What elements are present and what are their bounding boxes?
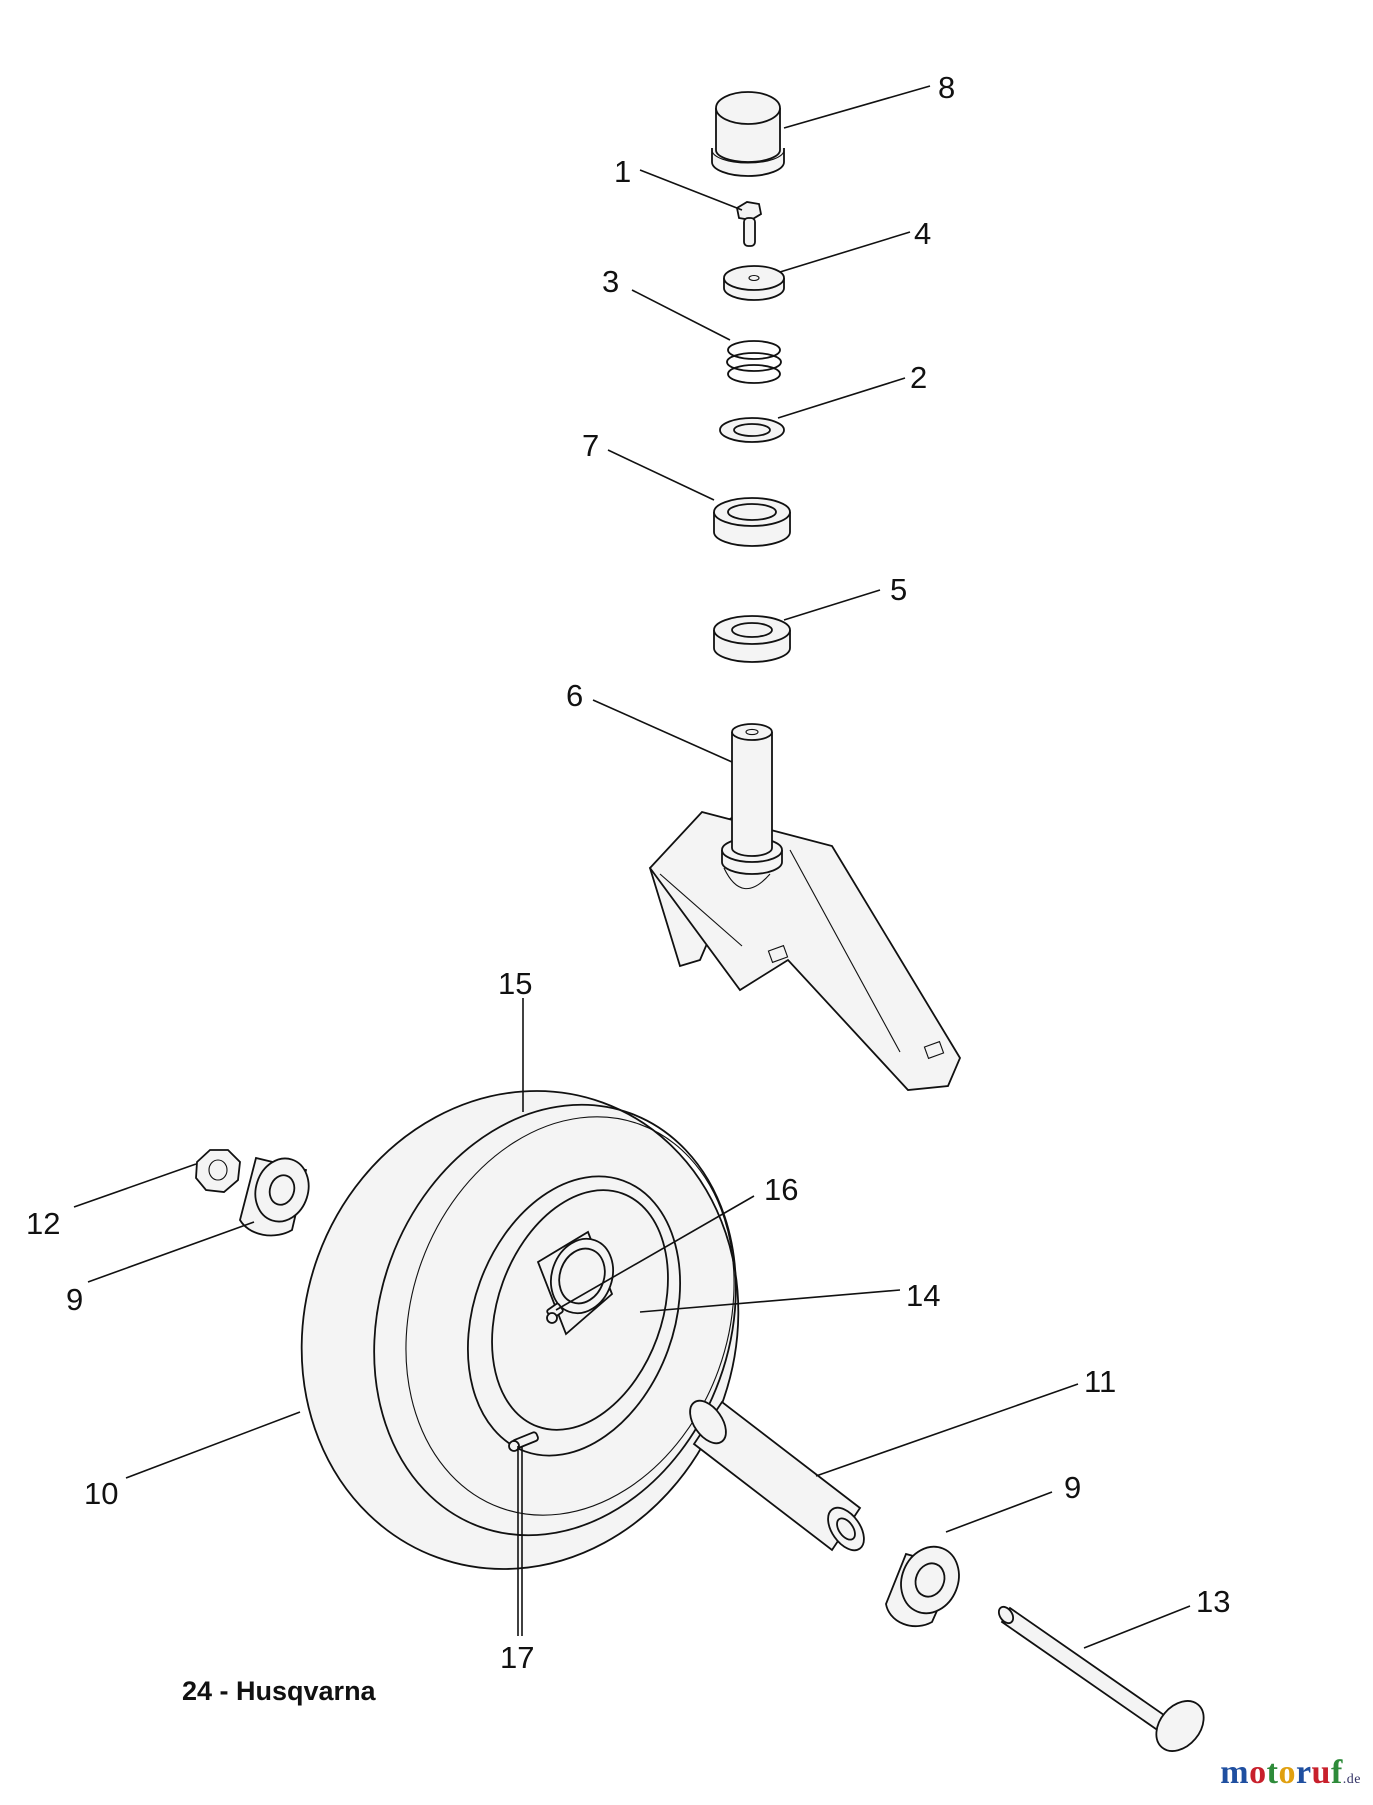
- callout-14: 14: [906, 1278, 940, 1313]
- part-13-axle-bolt: [997, 1605, 1205, 1752]
- leader-8: [783, 85, 931, 129]
- leader-16: [555, 1195, 755, 1311]
- leader-9-left: [87, 1221, 255, 1283]
- part-10-wheel-tire: [300, 1090, 740, 1570]
- watermark-letter: o: [1278, 1754, 1296, 1791]
- leader-1: [639, 169, 743, 211]
- callout-9-left: 9: [66, 1282, 83, 1317]
- part-17-valve-stem: [508, 1431, 539, 1452]
- leader-11: [815, 1383, 1079, 1477]
- leader-10: [125, 1411, 301, 1479]
- callout-15: 15: [498, 966, 532, 1001]
- part-5-bushing: [713, 615, 791, 663]
- leader-12: [73, 1163, 197, 1208]
- watermark-letter: m: [1220, 1754, 1250, 1791]
- callout-12: 12: [26, 1206, 60, 1241]
- leader-lines: [73, 85, 1191, 1649]
- leader-2: [777, 377, 906, 419]
- callout-16: 16: [764, 1172, 798, 1207]
- callout-5: 5: [890, 572, 907, 607]
- leader-7: [607, 449, 715, 501]
- callout-3: 3: [602, 264, 619, 299]
- leader-4: [779, 231, 911, 273]
- callout-9-right: 9: [1064, 1470, 1081, 1505]
- part-3-spring: [726, 340, 782, 384]
- part-7-bearing: [713, 497, 791, 547]
- watermark-tld: .de: [1342, 1772, 1361, 1787]
- callout-8: 8: [938, 70, 955, 105]
- watermark-letter: r: [1295, 1754, 1312, 1791]
- watermark-logo: motoruf.de: [1220, 1754, 1361, 1792]
- watermark-letter: o: [1249, 1754, 1267, 1791]
- part-6-caster-fork: [648, 723, 962, 1091]
- callout-1: 1: [614, 154, 631, 189]
- part-12-nut: [195, 1149, 241, 1193]
- watermark-letter: f: [1330, 1754, 1343, 1791]
- part-1-bolt: [735, 201, 763, 247]
- callout-labels: 8 1 4 3 2 7 5 6 15 16 14 12 9 10 11 9 17…: [26, 70, 1230, 1675]
- callout-4: 4: [914, 216, 931, 251]
- part-9-bearing-left: [239, 1156, 310, 1237]
- leader-14: [639, 1289, 901, 1313]
- leader-5: [783, 589, 881, 621]
- leader-9-right: [945, 1491, 1053, 1533]
- callout-13: 13: [1196, 1584, 1230, 1619]
- leader-6: [592, 699, 733, 763]
- part-4-washer: [723, 265, 785, 301]
- callout-17: 17: [500, 1640, 534, 1675]
- part-9-bearing-right: [885, 1545, 960, 1628]
- watermark-brand: motoruf: [1220, 1754, 1343, 1791]
- callout-2: 2: [910, 360, 927, 395]
- callout-10: 10: [84, 1476, 118, 1511]
- part-16-grease-fitting: [546, 1302, 564, 1324]
- diagram-caption: 24 - Husqvarna: [182, 1676, 377, 1706]
- part-11-spacer-tube: [689, 1399, 865, 1552]
- watermark-letter: u: [1311, 1754, 1331, 1791]
- leader-13: [1083, 1605, 1191, 1649]
- callout-6: 6: [566, 678, 583, 713]
- part-2-flat-washer: [719, 417, 785, 443]
- callout-11: 11: [1084, 1364, 1116, 1399]
- leader-3: [631, 289, 731, 341]
- callout-7: 7: [582, 428, 599, 463]
- watermark-letter: t: [1266, 1754, 1279, 1791]
- part-8-cap: [711, 91, 785, 177]
